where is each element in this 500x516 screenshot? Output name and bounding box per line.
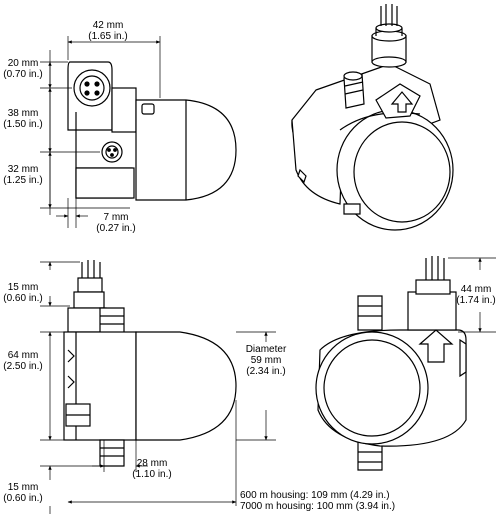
dim-lower-offset-imperial: (1.25 in.) xyxy=(3,175,43,186)
dim-bottom-offset-imperial: (0.60 in.) xyxy=(3,493,43,504)
dim-connector-height-metric: 15 mm xyxy=(7,282,39,293)
dim-lower-offset: 32 mm (1.25 in.) xyxy=(0,164,46,186)
front-view xyxy=(67,61,237,201)
dim-body-height-metric: 64 mm xyxy=(7,350,39,361)
dim-side-depth-metric: 7 mm xyxy=(103,212,129,223)
dim-front-width: 42 mm (1.65 in.) xyxy=(76,20,140,42)
end-view xyxy=(315,256,467,471)
dim-diameter-metric: 59 mm xyxy=(250,355,282,366)
dim-body-depth: 28 mm (1.10 in.) xyxy=(124,458,180,480)
dim-bottom-offset: 15 mm (0.60 in.) xyxy=(0,482,46,504)
dim-housing-7000: 7000 m housing: 100 mm (3.94 in.) xyxy=(240,501,396,512)
dim-diameter: Diameter 59 mm (2.34 in.) xyxy=(236,344,296,377)
dim-diameter-label: Diameter xyxy=(245,344,287,355)
dim-front-width-imperial: (1.65 in.) xyxy=(88,31,128,42)
dim-connector-right-imperial: (1.74 in.) xyxy=(456,295,496,306)
side-view-dimension-lines xyxy=(40,261,276,514)
dim-connector-right: 44 mm (1.74 in.) xyxy=(452,284,500,306)
dim-mid-offset: 38 mm (1.50 in.) xyxy=(0,108,46,130)
dim-front-width-metric: 42 mm xyxy=(92,20,124,31)
dim-connector-height-imperial: (0.60 in.) xyxy=(3,293,43,304)
dim-side-depth: 7 mm (0.27 in.) xyxy=(88,212,144,234)
dim-diameter-imperial: (2.34 in.) xyxy=(246,366,286,377)
dim-top-offset-metric: 20 mm xyxy=(7,58,39,69)
dim-top-offset: 20 mm (0.70 in.) xyxy=(0,58,46,80)
dim-body-height-imperial: (2.50 in.) xyxy=(3,361,43,372)
dim-top-offset-imperial: (0.70 in.) xyxy=(3,69,43,80)
end-view-dimension-lines xyxy=(448,257,496,333)
dim-mid-offset-metric: 38 mm xyxy=(7,108,39,119)
dim-connector-right-metric: 44 mm xyxy=(460,284,492,295)
dim-body-height: 64 mm (2.50 in.) xyxy=(0,350,46,372)
dim-bottom-offset-metric: 15 mm xyxy=(7,482,39,493)
dim-mid-offset-imperial: (1.50 in.) xyxy=(3,119,43,130)
front-view-dimension-lines xyxy=(40,36,161,228)
dim-lower-offset-metric: 32 mm xyxy=(7,164,39,175)
dim-connector-height: 15 mm (0.60 in.) xyxy=(0,282,46,304)
dim-body-depth-imperial: (1.10 in.) xyxy=(132,469,172,480)
dim-housing-600: 600 m housing: 109 mm (4.29 in.) xyxy=(240,490,390,501)
dim-housing-lengths: 600 m housing: 109 mm (4.29 in.) 7000 m … xyxy=(240,490,395,512)
isometric-view xyxy=(291,4,454,231)
dim-side-depth-imperial: (0.27 in.) xyxy=(96,223,136,234)
dim-body-depth-metric: 28 mm xyxy=(136,458,168,469)
side-view xyxy=(63,260,237,467)
